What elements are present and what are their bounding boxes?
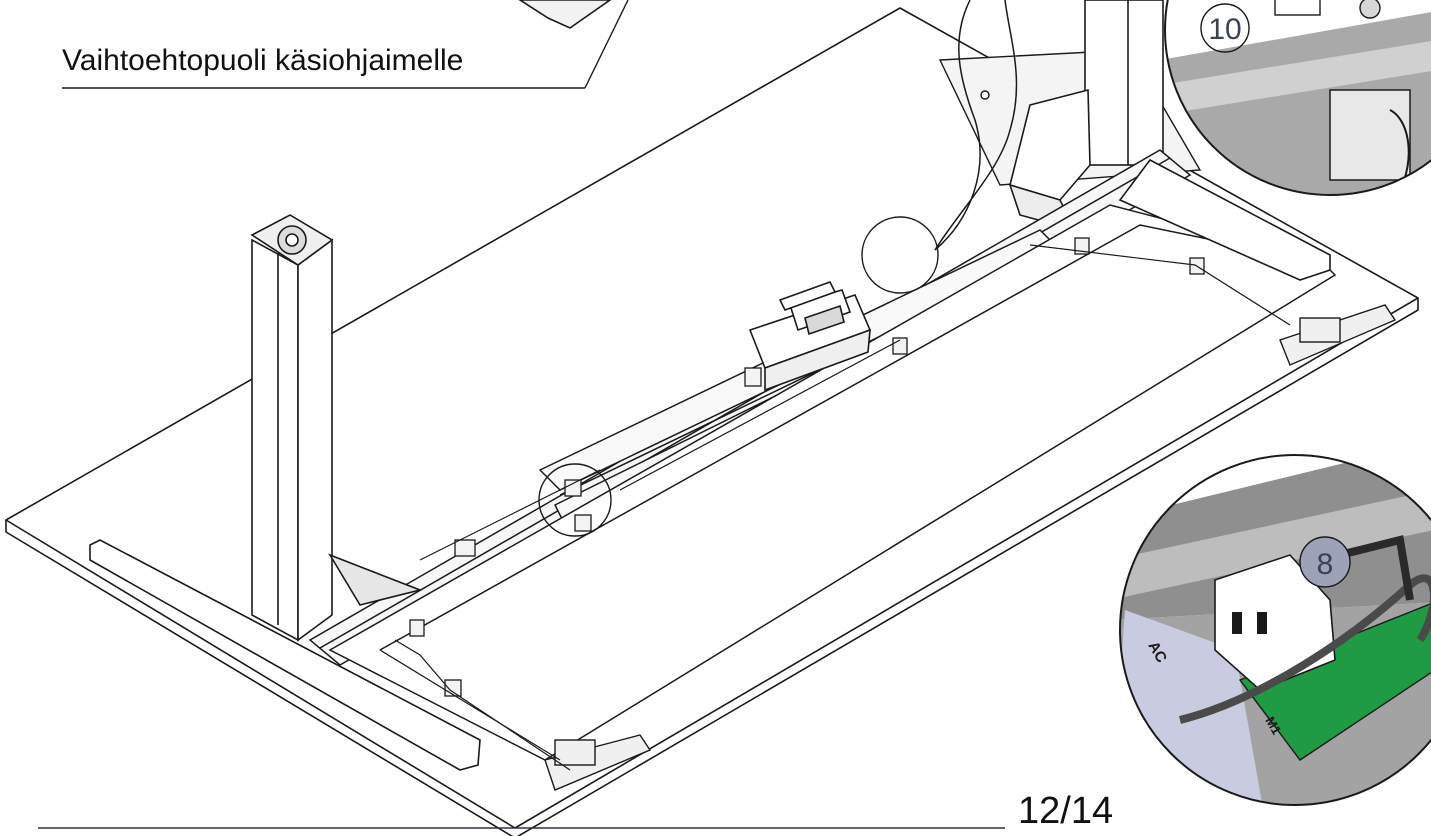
motor-cables bbox=[379, 244, 1291, 771]
cable-clips bbox=[409, 237, 1205, 697]
detail-view-bottom bbox=[1119, 454, 1431, 806]
caption-leader bbox=[62, 0, 629, 89]
control-box bbox=[748, 281, 872, 392]
power-cable bbox=[934, 0, 1018, 251]
callout-10-label: 10 bbox=[1208, 13, 1241, 46]
detail-view-top bbox=[1164, 0, 1431, 196]
rear-foot bbox=[1118, 158, 1331, 281]
callout-8-label: 8 bbox=[1317, 548, 1334, 581]
handset-part bbox=[518, 0, 612, 29]
callout-8-badge bbox=[1299, 536, 1351, 588]
leveler-rear bbox=[1279, 304, 1397, 366]
page-number: 12/14 bbox=[1018, 790, 1114, 832]
front-leg-column bbox=[250, 214, 334, 642]
front-foot bbox=[89, 539, 481, 771]
rear-leg-column bbox=[1008, 0, 1164, 232]
callout-10-badge bbox=[1200, 3, 1250, 53]
detail-markers bbox=[538, 216, 939, 537]
leveler-front bbox=[544, 734, 652, 791]
caption-handset-side: Vaihtoehtopuoli käsiohjaimelle bbox=[62, 44, 464, 77]
